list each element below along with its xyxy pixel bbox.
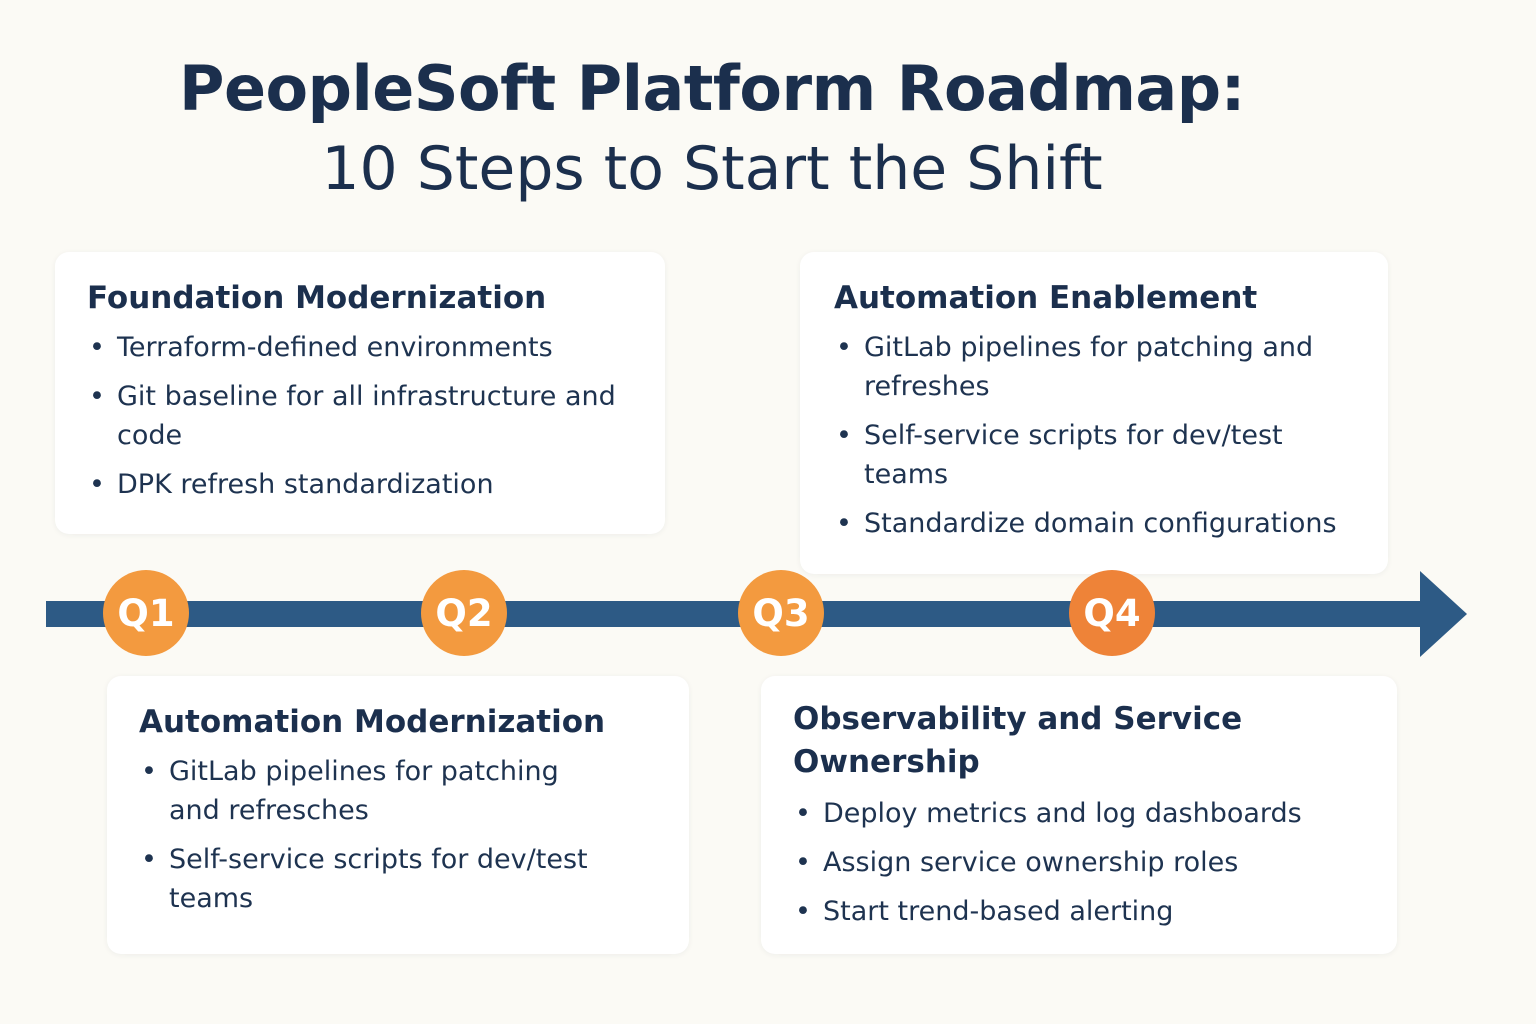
bullet-icon: • — [836, 508, 852, 539]
list-item: • Self-service scripts for dev/test teams — [834, 416, 1354, 494]
list-item-text: Terraform-defined environments — [117, 332, 553, 363]
list-item: • Deploy metrics and log dashboards — [793, 794, 1365, 833]
card-automation-enablement: Automation Enablement • GitLab pipelines … — [800, 252, 1388, 574]
list-item: • DPK refresh standardization — [87, 465, 633, 504]
page-subtitle: 10 Steps to Start the Shift — [321, 134, 1103, 204]
list-item-text: DPK refresh standardization — [117, 469, 494, 500]
quarter-marker-q1: Q1 — [103, 570, 189, 656]
bullet-icon: • — [836, 332, 852, 363]
list-item: • GitLab pipelines for patching and refre… — [834, 328, 1354, 406]
list-item-text: Standardize domain configurations — [864, 508, 1337, 539]
card-list: • Terraform-defined environments • Git bas… — [87, 328, 633, 504]
card-heading: Foundation Modernization — [87, 280, 547, 316]
card-heading: Observability and Service Ownership — [793, 701, 1243, 780]
list-item: • Assign service ownership roles — [793, 843, 1365, 882]
card-list: • GitLab pipelines for patching and refre… — [834, 328, 1354, 543]
list-item-text: Self-service scripts for dev/test teams — [864, 420, 1283, 490]
bullet-icon: • — [141, 756, 157, 787]
card-heading: Automation Enablement — [834, 280, 1258, 316]
list-item-text: GitLab pipelines for patching and refres… — [169, 756, 559, 826]
bullet-icon: • — [795, 896, 811, 927]
timeline-arrowhead-icon — [1420, 571, 1467, 657]
bullet-icon: • — [795, 847, 811, 878]
list-item: • Start trend-based alerting — [793, 892, 1365, 931]
card-list: • Deploy metrics and log dashboards • Assi… — [793, 794, 1365, 931]
card-observability-service-ownership: Observability and Service Ownership • Dep… — [761, 676, 1397, 954]
card-foundation-modernization: Foundation Modernization • Terraform-defi… — [55, 252, 665, 534]
list-item-text: Deploy metrics and log dashboards — [823, 798, 1302, 829]
bullet-icon: • — [89, 381, 105, 412]
bullet-icon: • — [89, 332, 105, 363]
list-item: • GitLab pipelines for patching and refre… — [139, 752, 589, 830]
quarter-marker-q3: Q3 — [738, 570, 824, 656]
list-item: • Standardize domain configurations — [834, 504, 1354, 543]
bullet-icon: • — [836, 420, 852, 451]
page-title: PeopleSoft Platform Roadmap: — [179, 52, 1245, 125]
bullet-icon: • — [795, 798, 811, 829]
list-item: • Terraform-defined environments — [87, 328, 633, 367]
quarter-marker-q4: Q4 — [1069, 570, 1155, 656]
list-item-text: Start trend-based alerting — [823, 896, 1174, 927]
bullet-icon: • — [89, 469, 105, 500]
list-item-text: Self-service scripts for dev/test teams — [169, 844, 588, 914]
list-item: • Git baseline for all infrastructure and… — [87, 377, 633, 455]
quarter-marker-q2: Q2 — [421, 570, 507, 656]
card-automation-modernization: Automation Modernization • GitLab pipelin… — [107, 676, 689, 954]
list-item-text: Assign service ownership roles — [823, 847, 1239, 878]
list-item-text: GitLab pipelines for patching and refres… — [864, 332, 1314, 402]
card-heading: Automation Modernization — [139, 704, 606, 740]
card-list: • GitLab pipelines for patching and refre… — [139, 752, 657, 918]
list-item: • Self-service scripts for dev/test teams — [139, 840, 589, 918]
list-item-text: Git baseline for all infrastructure and … — [117, 381, 616, 451]
bullet-icon: • — [141, 844, 157, 875]
